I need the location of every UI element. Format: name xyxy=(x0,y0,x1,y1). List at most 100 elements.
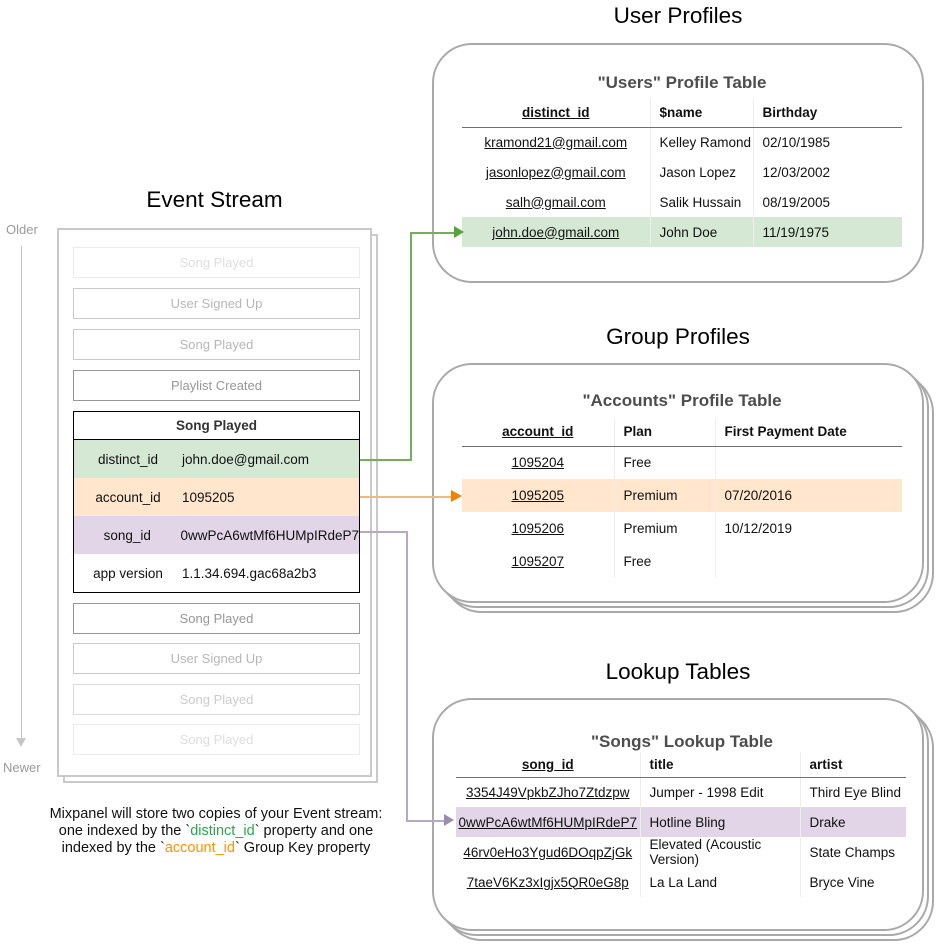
caption-text: indexed by the ` xyxy=(61,840,165,856)
property-row-distinct-id: distinct_id john.doe@gmail.com xyxy=(74,440,359,478)
caption-text: one indexed by the ` xyxy=(58,823,191,839)
caption-text: Mixpanel will store two copies of your E… xyxy=(49,806,383,822)
event-box: User Signed Up xyxy=(73,643,360,674)
accounts-table-heading: "Accounts" Profile Table xyxy=(582,391,782,410)
property-value: 0wwPcA6wtMf6HUMpIRdeP7 xyxy=(180,527,359,543)
cell-first-payment-date: 07/20/2016 xyxy=(714,479,902,512)
cell-artist: Third Eye Blind xyxy=(799,777,906,807)
timeline-older-label: Older xyxy=(6,222,38,237)
property-row-account-id: account_id 1095205 xyxy=(74,478,359,516)
orange-connector-segment xyxy=(360,496,453,498)
cell-distinct-id: john.doe@gmail.com xyxy=(462,217,650,247)
cell-account-id: 1095206 xyxy=(511,521,565,536)
cell-name: Jason Lopez xyxy=(649,157,753,187)
green-connector-segment xyxy=(412,232,455,234)
caption-distinct-id-keyword: distinct_id xyxy=(190,823,255,839)
table-row: salh@gmail.com Salik Hussain 08/19/2005 xyxy=(462,187,902,217)
cell-birthday: 12/03/2002 xyxy=(752,157,902,187)
table-row: 1095206 Premium 10/12/2019 xyxy=(462,512,902,545)
cell-name: Kelley Ramond xyxy=(649,127,753,157)
purple-connector-segment xyxy=(406,531,408,822)
users-table-heading: "Users" Profile Table xyxy=(597,73,767,92)
timeline-newer-label: Newer xyxy=(3,760,41,775)
cell-birthday: 08/19/2005 xyxy=(752,187,902,217)
table-row: kramond21@gmail.com Kelley Ramond 02/10/… xyxy=(462,127,902,157)
purple-connector-segment xyxy=(360,531,408,533)
event-stream-title: Event Stream xyxy=(146,187,283,212)
green-connector-segment xyxy=(410,232,412,461)
event-box: Playlist Created xyxy=(73,370,360,401)
songs-header-row: song_id title artist xyxy=(456,752,906,778)
cell-artist: State Champs xyxy=(799,837,906,867)
cell-song-id: 46rv0eHo3Ygud6DOqpZjGk xyxy=(463,844,633,860)
cell-song-id: 3354J49VpkbZJho7Ztdzpw xyxy=(465,784,630,800)
songs-table: song_id title artist 3354J49VpkbZJho7Ztd… xyxy=(456,752,906,897)
property-value: john.doe@gmail.com xyxy=(182,451,310,467)
active-event-card: Song Played distinct_id john.doe@gmail.c… xyxy=(73,411,360,593)
column-header: First Payment Date xyxy=(714,418,902,447)
cell-birthday: 11/19/1975 xyxy=(752,217,902,247)
cell-name: John Doe xyxy=(649,217,753,247)
cell-title: Elevated (Acoustic Version) xyxy=(639,837,800,867)
cell-first-payment-date xyxy=(714,446,902,479)
green-connector-segment xyxy=(360,459,412,461)
table-row-highlighted: 0wwPcA6wtMf6HUMpIRdeP7 Hotline Bling Dra… xyxy=(456,807,906,837)
cell-title: Jumper - 1998 Edit xyxy=(639,777,800,807)
orange-arrowhead-icon xyxy=(451,490,462,502)
cell-plan: Premium xyxy=(613,512,715,545)
property-key: distinct_id xyxy=(97,451,159,467)
caption-line-3: indexed by the `account_id` Group Key pr… xyxy=(16,840,416,857)
column-header: song_id xyxy=(456,752,640,778)
cell-artist: Drake xyxy=(799,807,906,837)
users-header-row: distinct_id $name Birthday xyxy=(462,98,902,128)
property-key: song_id xyxy=(103,527,151,543)
column-header: distinct_id xyxy=(462,98,650,128)
table-row: 1095204 Free xyxy=(462,446,902,479)
table-row: 3354J49VpkbZJho7Ztdzpw Jumper - 1998 Edi… xyxy=(456,777,906,807)
caption-text: ` property and one xyxy=(254,823,374,839)
event-box: Song Played xyxy=(73,684,360,715)
table-row: 7taeV6Kz3xIgjx5QR0eG8p La La Land Bryce … xyxy=(456,867,906,897)
cell-artist: Bryce Vine xyxy=(799,867,906,897)
cell-title: La La Land xyxy=(639,867,800,897)
caption-text: ` Group Key property xyxy=(234,840,371,856)
property-key: app version xyxy=(93,565,163,581)
cell-song-id: 7taeV6Kz3xIgjx5QR0eG8p xyxy=(466,874,629,890)
column-header: artist xyxy=(799,752,906,778)
table-row: jasonlopez@gmail.com Jason Lopez 12/03/2… xyxy=(462,157,902,187)
timeline-line xyxy=(21,246,22,738)
event-box: Song Played xyxy=(73,603,360,634)
property-value: 1095205 xyxy=(182,489,235,505)
column-header: Plan xyxy=(613,418,715,447)
property-row-song-id: song_id 0wwPcA6wtMf6HUMpIRdeP7 xyxy=(74,516,359,554)
cell-account-id: 1095207 xyxy=(511,554,565,569)
cell-title: Hotline Bling xyxy=(639,807,800,837)
cell-account-id: 1095205 xyxy=(462,479,614,512)
accounts-table: account_id Plan First Payment Date 10952… xyxy=(462,418,902,578)
caption-line-2: one indexed by the `distinct_id` propert… xyxy=(16,823,416,840)
cell-distinct-id: jasonlopez@gmail.com xyxy=(485,164,626,180)
users-table: distinct_id $name Birthday kramond21@gma… xyxy=(462,98,902,247)
cell-plan: Premium xyxy=(613,479,715,512)
column-header: $name xyxy=(649,98,753,128)
cell-birthday: 02/10/1985 xyxy=(752,127,902,157)
cell-song-id: 0wwPcA6wtMf6HUMpIRdeP7 xyxy=(456,807,640,837)
green-arrowhead-icon xyxy=(454,226,464,238)
purple-connector-segment xyxy=(406,820,446,822)
active-event-title: Song Played xyxy=(74,412,359,440)
caption: Mixpanel will store two copies of your E… xyxy=(16,806,416,857)
cell-distinct-id: salh@gmail.com xyxy=(505,194,606,210)
cell-plan: Free xyxy=(613,446,715,479)
songs-table-heading: "Songs" Lookup Table xyxy=(590,732,774,751)
timeline-arrow-down-icon xyxy=(16,738,26,747)
table-row: 46rv0eHo3Ygud6DOqpZjGk Elevated (Acousti… xyxy=(456,837,906,867)
group-profiles-title: Group Profiles xyxy=(606,324,750,349)
cell-plan: Free xyxy=(613,545,715,578)
user-profiles-title: User Profiles xyxy=(613,3,743,28)
property-key: account_id xyxy=(95,489,161,505)
table-row-highlighted: 1095205 Premium 07/20/2016 xyxy=(462,479,902,512)
event-box: Song Played xyxy=(73,329,360,360)
cell-account-id: 1095204 xyxy=(511,455,565,471)
cell-distinct-id: kramond21@gmail.com xyxy=(484,134,628,150)
table-row: 1095207 Free xyxy=(462,545,902,578)
